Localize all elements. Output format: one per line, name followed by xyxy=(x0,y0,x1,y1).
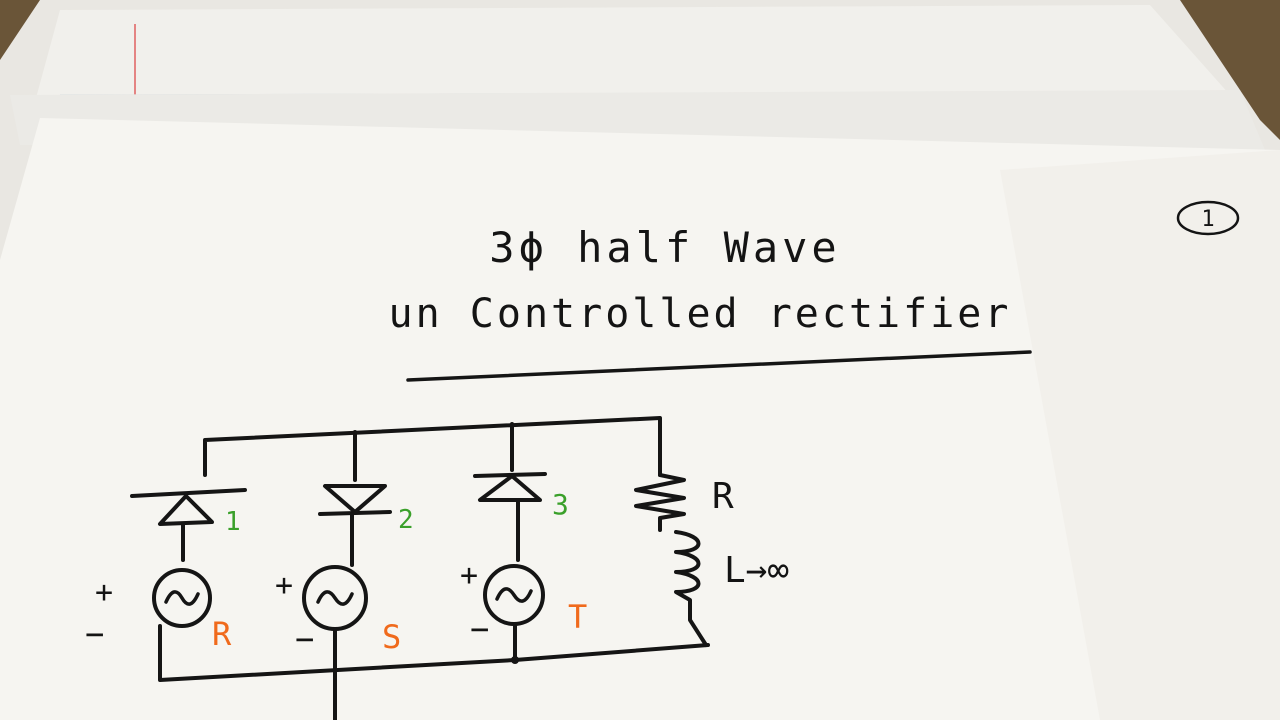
source-r xyxy=(152,568,212,628)
diode-label-2: 2 xyxy=(398,505,414,535)
source-s-plus: + xyxy=(275,568,293,603)
title-line-2: un Controlled rectifier xyxy=(389,291,1012,337)
source-s-minus: − xyxy=(295,620,314,658)
diode-label-3: 3 xyxy=(552,488,569,521)
paper-shading xyxy=(1000,150,1280,720)
diode-2 xyxy=(318,484,392,567)
source-t-plus: + xyxy=(460,558,478,593)
page-number: 1 xyxy=(1201,207,1214,232)
diode-1 xyxy=(130,488,247,562)
page-number-circle xyxy=(1176,200,1240,236)
source-label-r: R xyxy=(212,615,232,653)
title-underline xyxy=(406,350,1032,382)
source-label-s: S xyxy=(382,618,401,656)
diode-label-1: 1 xyxy=(225,507,241,537)
source-label-t: T xyxy=(568,598,587,636)
load-inductor xyxy=(674,530,708,647)
inductor-label: L→∞ xyxy=(724,550,789,591)
source-r-plus: + xyxy=(95,575,113,610)
load-resistor xyxy=(634,473,686,532)
junction-dot xyxy=(511,656,519,664)
diode-3 xyxy=(473,472,547,562)
source-t-minus: − xyxy=(470,610,489,648)
source-r-minus: − xyxy=(85,615,104,653)
resistor-label: R xyxy=(712,476,734,517)
title-line-1: 3ϕ half Wave xyxy=(489,223,840,272)
